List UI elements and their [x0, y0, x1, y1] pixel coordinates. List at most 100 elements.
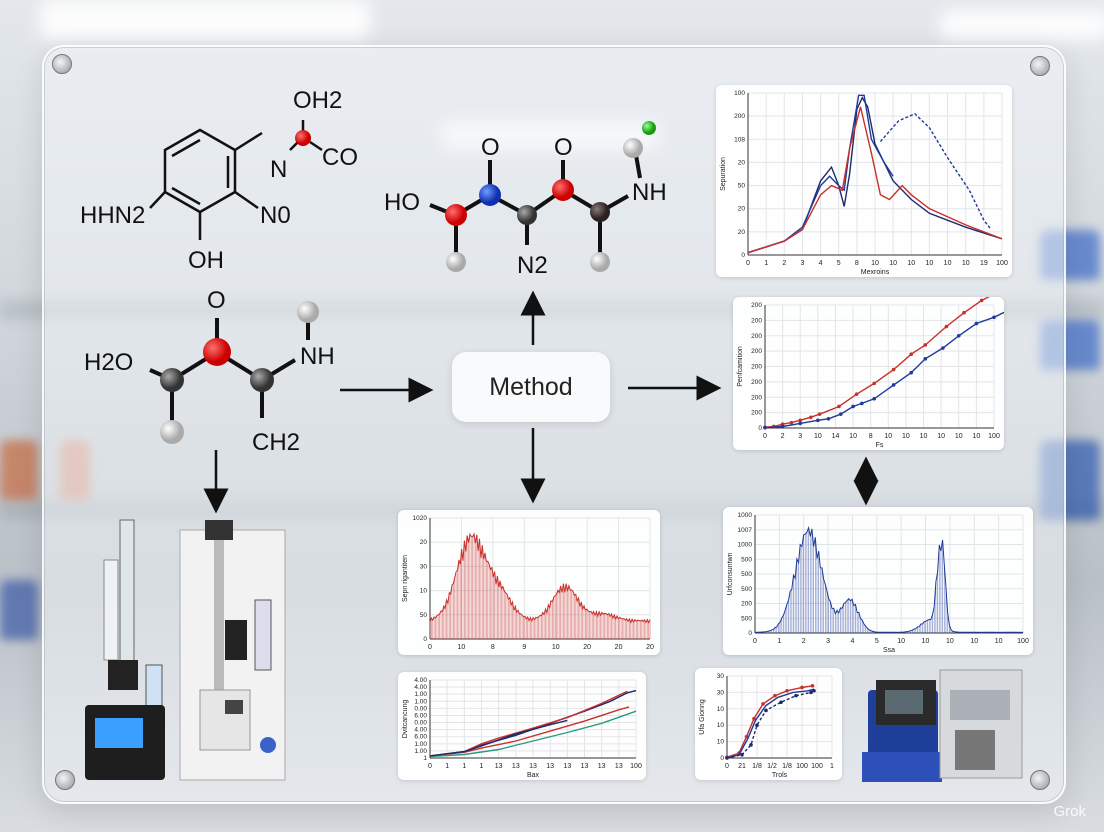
- y-tick-label: 0.00: [414, 720, 427, 727]
- flow-arrows: [203, 290, 879, 514]
- y-tick-label: 6.00: [414, 734, 427, 741]
- x-tick-label: 0: [753, 638, 757, 645]
- x-tick-label: 21: [738, 763, 746, 770]
- y-tick-label: 50: [420, 612, 428, 619]
- data-point: [789, 420, 794, 425]
- data-point: [749, 743, 753, 747]
- data-point: [798, 421, 803, 426]
- y-tick-label: 10: [717, 739, 725, 746]
- x-tick-label: 10: [897, 638, 905, 645]
- x-tick-label: 10: [962, 260, 970, 267]
- x-tick-label: 8: [491, 644, 495, 651]
- data-point: [956, 333, 961, 338]
- screen: [95, 718, 143, 748]
- x-axis-label: Ssa: [883, 647, 895, 654]
- x-tick-label: 1: [462, 763, 466, 770]
- data-point: [794, 693, 798, 698]
- y-tick-label: 1: [423, 755, 427, 762]
- x-tick-label: 13: [529, 763, 537, 770]
- x-tick-label: 1: [480, 763, 484, 770]
- x-tick-label: 1/2: [767, 763, 777, 770]
- x-axis-label: Mexroins: [861, 269, 890, 276]
- data-point: [891, 367, 896, 372]
- x-tick-label: 4: [851, 638, 855, 645]
- label-co: CO: [322, 144, 358, 171]
- x-tick-label: 10: [922, 638, 930, 645]
- y-tick-label: 200: [734, 113, 745, 120]
- data-point: [891, 383, 896, 387]
- data-point: [761, 702, 765, 706]
- x-tick-label: 0: [428, 644, 432, 651]
- x-tick-label: 3: [798, 433, 802, 440]
- molecule-2: [429, 121, 656, 272]
- spectrum-envelope: [754, 526, 1024, 633]
- x-axis-label: Bax: [527, 772, 540, 779]
- y-tick-label: 20: [738, 159, 746, 166]
- data-point: [800, 685, 804, 690]
- y-tick-label: 1.00: [414, 698, 427, 705]
- x-tick-label: 10: [920, 433, 928, 440]
- y-tick-label: 108: [734, 136, 745, 143]
- x-tick-label: 1/8: [782, 763, 792, 770]
- label-ch2: CH2: [252, 429, 300, 456]
- molecule-1: [149, 120, 323, 240]
- series-line: [747, 106, 1003, 254]
- series-line: [429, 706, 630, 757]
- data-point: [752, 716, 756, 721]
- x-tick-label: 100: [796, 763, 808, 770]
- instrument-right: [862, 669, 1023, 782]
- x-tick-label: 10: [995, 638, 1003, 645]
- data-point: [909, 352, 914, 356]
- label-ho: HO: [384, 189, 420, 216]
- label-oh2: OH2: [293, 87, 342, 114]
- y-tick-label: 6.00: [414, 712, 427, 719]
- x-tick-label: 10: [814, 433, 822, 440]
- instrument-left: [85, 519, 286, 781]
- data-point: [944, 324, 949, 329]
- label-n: N: [270, 156, 287, 183]
- label-o-1: O: [481, 134, 500, 161]
- data-point: [810, 684, 815, 688]
- x-tick-label: 20: [615, 644, 623, 651]
- label-hhn2: HHN2: [80, 202, 145, 229]
- label-o-2: O: [554, 134, 573, 161]
- x-tick-label: 5: [875, 638, 879, 645]
- x-tick-label: 1: [764, 260, 768, 267]
- x-tick-label: 0: [746, 260, 750, 267]
- x-tick-label: 8: [855, 260, 859, 267]
- label-n2: N2: [517, 252, 548, 279]
- y-tick-label: 200: [751, 317, 762, 324]
- x-tick-label: 10: [902, 433, 910, 440]
- data-point: [798, 418, 803, 423]
- x-tick-label: 10: [871, 260, 879, 267]
- data-point: [725, 756, 729, 760]
- y-tick-label: 1020: [413, 515, 428, 522]
- label-o-3: O: [207, 287, 226, 314]
- x-tick-label: 100: [811, 763, 823, 770]
- screw-icon: [52, 54, 72, 74]
- x-tick-label: 10: [955, 433, 963, 440]
- data-point: [909, 370, 914, 375]
- x-tick-label: 1: [830, 763, 834, 770]
- label-h2o: H2O: [84, 349, 133, 376]
- y-tick-label: 100: [734, 90, 745, 97]
- data-point: [923, 357, 928, 361]
- x-tick-label: 20: [583, 644, 591, 651]
- series-line: [747, 94, 894, 254]
- y-tick-label: 0: [720, 755, 724, 762]
- data-point: [785, 688, 789, 693]
- x-tick-label: 10: [889, 260, 897, 267]
- data-point: [764, 708, 768, 713]
- x-tick-label: 3: [800, 260, 804, 267]
- x-tick-label: 10: [926, 260, 934, 267]
- y-tick-label: 500: [741, 556, 752, 563]
- y-tick-label: 200: [751, 394, 762, 401]
- data-point: [780, 424, 785, 429]
- y-axis-label: Dvitcancung: [402, 700, 409, 739]
